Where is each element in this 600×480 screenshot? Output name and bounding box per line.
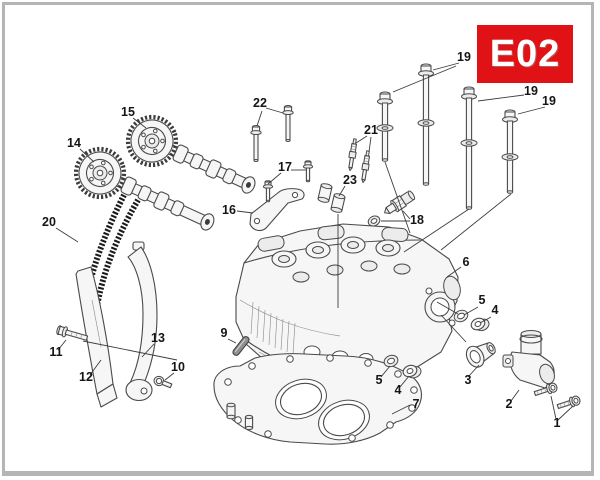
- callout-12: 12: [79, 370, 93, 384]
- leader-lines: [55, 62, 574, 421]
- callout-16: 16: [222, 203, 236, 217]
- gasket-dowel-stud: [244, 414, 254, 431]
- camshaft-exhaust: [125, 114, 256, 194]
- callout-6: 6: [463, 255, 470, 269]
- dowel-sleeve-23b: [330, 193, 346, 213]
- callout-18: 18: [410, 213, 424, 227]
- outlet-bolt-1b: [556, 395, 581, 410]
- dowel-sleeve-23a: [317, 183, 333, 203]
- callout-1: 1: [554, 416, 561, 430]
- temperature-sensor-18: [384, 190, 416, 215]
- callout-10: 10: [171, 360, 185, 374]
- callout-4-left: 4: [395, 383, 402, 397]
- diagram-code-badge: E02: [477, 25, 573, 83]
- callout-22: 22: [253, 96, 267, 110]
- guide-bolt-10: [153, 375, 173, 389]
- callout-21: 21: [364, 123, 378, 137]
- callout-5-right: 5: [479, 293, 486, 307]
- callout-4-right: 4: [492, 303, 499, 317]
- thermostat-fitting-3: [465, 342, 496, 368]
- water-outlet-elbow-2: [502, 330, 555, 389]
- cylinder-head-bolt-19b: [417, 63, 435, 186]
- callout-20: 20: [42, 215, 56, 229]
- stud-21a: [348, 138, 358, 172]
- head-gasket: [213, 353, 423, 445]
- callout-14: 14: [67, 136, 81, 150]
- guide-bolt-11: [56, 325, 89, 341]
- flange-bolt-22a: [282, 105, 294, 142]
- cylinder-head-bolt-19a: [376, 91, 394, 162]
- callout-19-a: 19: [457, 50, 471, 64]
- outlet-bolt-1a: [533, 382, 558, 397]
- stud-21b: [361, 150, 371, 184]
- cam-sprocket: [125, 114, 179, 168]
- chain-guide-fixed-blade: [75, 266, 118, 408]
- sensor-washer: [367, 215, 381, 227]
- cylinder-head-bolt-19d: [501, 109, 519, 194]
- callout-19-b: 19: [524, 84, 538, 98]
- sealing-washer-5-left: [383, 354, 399, 368]
- callout-19-c: 19: [542, 94, 556, 108]
- callout-7: 7: [413, 397, 420, 411]
- bracket-plate-16: [249, 188, 305, 232]
- plug-bolt-4-right: [470, 317, 490, 332]
- callout-labels: 15 14 20 16 17 22 21 23 18 19 19 19 6 9 …: [42, 50, 560, 430]
- callout-15: 15: [121, 105, 135, 119]
- chain-guide-tensioner-blade: [125, 241, 158, 402]
- flange-bolt-22b: [250, 125, 262, 162]
- dowel-pin-9: [232, 336, 250, 356]
- gasket-dowel-stud: [226, 402, 236, 420]
- callout-11: 11: [49, 345, 62, 359]
- callout-5-left: 5: [376, 373, 383, 387]
- bracket-bolt-17b: [302, 160, 314, 183]
- callout-23: 23: [343, 173, 357, 187]
- cylinder-head-bolt-19c: [460, 86, 478, 210]
- callout-3: 3: [465, 373, 472, 387]
- callout-17: 17: [278, 160, 292, 174]
- callout-2: 2: [506, 397, 513, 411]
- callout-9: 9: [221, 326, 228, 340]
- callout-13: 13: [151, 331, 165, 345]
- plug-bolt-4-left: [402, 364, 422, 379]
